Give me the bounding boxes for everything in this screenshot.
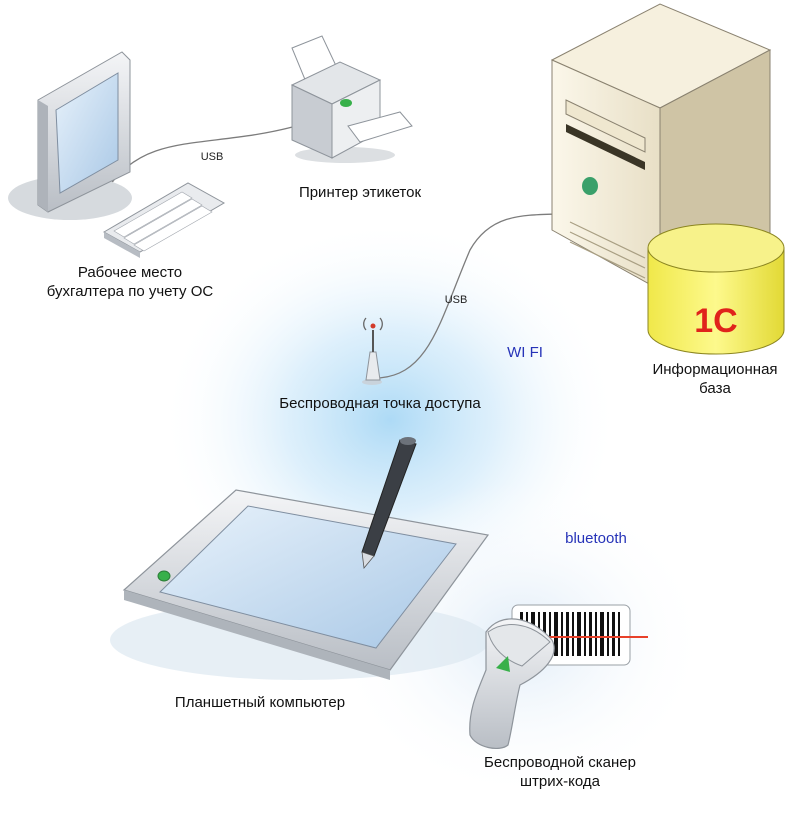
bluetooth-label: bluetooth: [565, 530, 627, 547]
usb-label-left: USB: [201, 151, 224, 163]
infobase-label-line-1: Информационная: [652, 361, 778, 378]
stylus-icon: [361, 437, 417, 569]
barcode-scanner-icon: [469, 618, 555, 749]
scanner-label-line-1: Беспроводной сканер: [484, 754, 636, 771]
usb-label-right: USB: [445, 294, 468, 306]
infobase-label: Информационная база: [630, 360, 800, 398]
infobase-label-line-2: база: [699, 380, 731, 397]
antenna-icon: [362, 317, 383, 385]
printer-label: Принтер этикеток: [298, 184, 422, 201]
workstation-label-line-1: Рабочее место: [77, 264, 183, 281]
tablet-label: Планшетный компьютер: [174, 694, 346, 711]
tablet-icon: [110, 489, 490, 680]
printer-icon: [290, 35, 413, 163]
database-icon: 1С: [647, 223, 785, 355]
scanner-label-line-2: штрих-кода: [520, 773, 600, 790]
monitor-icon: [8, 51, 132, 220]
usb-cable-access-point: [377, 213, 559, 379]
keyboard-icon: [102, 182, 226, 258]
wifi-label: WI FI: [507, 344, 543, 361]
infobase-logo: 1С: [694, 302, 737, 340]
workstation-label-line-2: бухгалтера по учету ОС: [46, 283, 214, 300]
access-point-label: Беспроводная точка доступа: [279, 395, 481, 412]
workstation-label: Рабочее место бухгалтера по учету ОС: [10, 263, 250, 301]
scanner-label: Беспроводной сканер штрих-кода: [450, 753, 670, 791]
